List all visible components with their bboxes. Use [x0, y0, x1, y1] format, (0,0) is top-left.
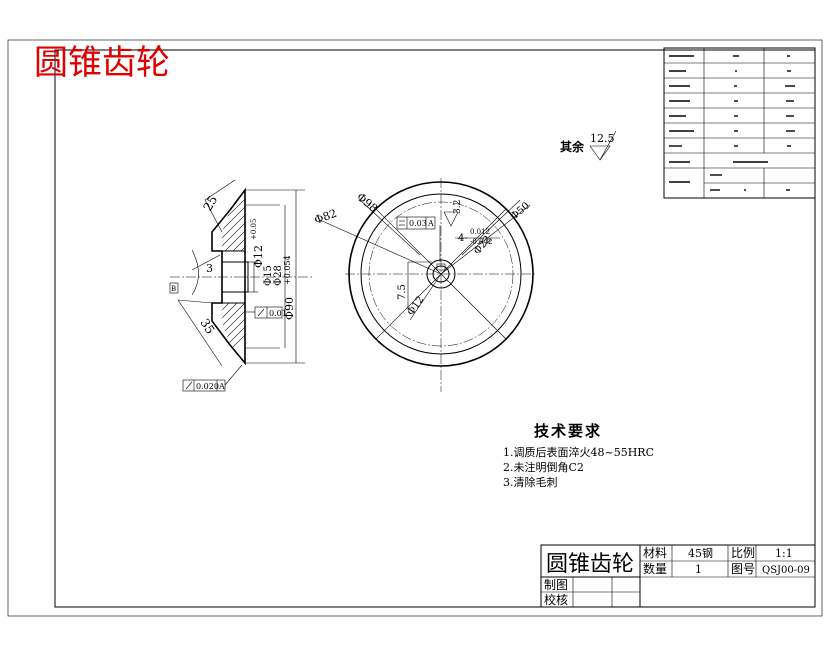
title-block: 圆锥齿轮 材料 45钢 比例 1:1 数量 1 图号 QSJ00-09 制图 校… — [540, 544, 816, 608]
red-title: 圆锥齿轮 — [34, 43, 170, 83]
qty-label: 数量 — [643, 561, 667, 576]
dim-12-front: Φ12 — [405, 294, 426, 317]
dim-35: 35 — [197, 316, 217, 336]
flatness-value: 0.03 — [409, 219, 427, 228]
datum-b: B — [171, 285, 176, 293]
material-value: 45钢 — [688, 547, 713, 560]
dim-50: Φ50 — [509, 200, 532, 222]
scale-value: 1:1 — [775, 547, 793, 560]
params-table — [663, 47, 816, 199]
front-view: Φ98 Φ82 Φ50 Φ22 Φ12 7.5 4- 0.012 -0.042 … — [313, 178, 537, 392]
tech-req-item-3: 3.清除毛刺 — [503, 475, 558, 489]
tech-req-item-2: 2.未注明倒角C2 — [503, 460, 584, 474]
drawing-no-label: 图号 — [731, 562, 755, 576]
dim-82: Φ82 — [313, 207, 339, 227]
surface-finish-value: 12.5 — [590, 132, 615, 145]
title-block-name: 圆锥齿轮 — [546, 552, 634, 577]
dim-25: 25 — [200, 193, 220, 213]
dim-98: Φ98 — [354, 190, 380, 215]
scale-label: 比例 — [731, 546, 755, 560]
dim-7-5: 7.5 — [397, 284, 408, 300]
runout-bottom: 0.020 — [196, 382, 219, 391]
tech-req-heading: 技术要求 — [534, 422, 602, 440]
dim-4-prefix: 4- — [458, 233, 468, 244]
qty-value: 1 — [695, 563, 702, 576]
gear-section-outline — [211, 187, 246, 366]
dim-90: Φ90 — [283, 297, 296, 320]
surface-finish-note: 其余 12.5 — [560, 130, 617, 161]
inner-frame — [54, 49, 816, 608]
flatness-datum: A — [427, 219, 434, 228]
dim-4-tol-up: 0.012 — [470, 228, 490, 236]
surface-finish-label: 其余 — [560, 139, 585, 154]
dim-4-tol-low: -0.042 — [470, 238, 492, 246]
side-view: 25 35 3 Φ12 +0.05 Φ15 Φ28 Φ90 +0.054 0.0… — [169, 179, 312, 392]
dim-28: Φ28 — [273, 265, 284, 286]
roughness-symbol — [589, 145, 611, 161]
runout-datum: A — [218, 382, 225, 391]
checked-label: 校核 — [544, 592, 568, 607]
material-label: 材料 — [643, 546, 667, 560]
dim-12-tol: +0.05 — [250, 219, 258, 240]
runout-value: 0.01 — [269, 309, 287, 318]
dim-3: 3 — [206, 262, 213, 275]
dim-15: Φ15 — [263, 265, 274, 286]
outer-frame — [7, 39, 823, 617]
dim-90-tol: +0.054 — [283, 255, 292, 285]
drawn-label: 制图 — [544, 578, 568, 592]
dim-12: Φ12 — [252, 245, 265, 268]
tech-requirements: 技术要求 1.调质后表面淬火48~55HRC 2.未注明倒角C2 3.清除毛刺 — [503, 422, 654, 489]
drawing-no-value: QSJ00-09 — [762, 565, 810, 576]
finish-3-2: 3.2 — [453, 200, 463, 214]
tech-req-item-1: 1.调质后表面淬火48~55HRC — [503, 445, 654, 459]
